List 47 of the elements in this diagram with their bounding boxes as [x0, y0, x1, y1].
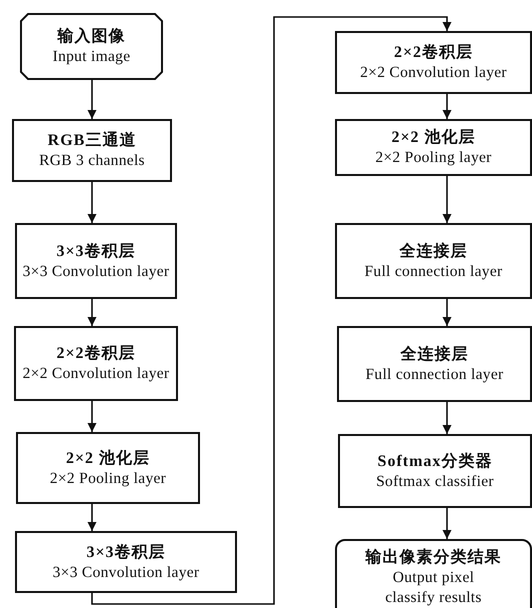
layer-subtitle: 2×2 Pooling layer [50, 468, 166, 488]
layer-subtitle: 2×2 Pooling layer [375, 148, 492, 168]
layer-title: 输出像素分类结果 [366, 547, 502, 568]
layer-title: Softmax分类器 [378, 452, 492, 472]
layer-title: 全连接层 [400, 241, 468, 262]
process-box [16, 432, 200, 504]
arrow [442, 508, 452, 539]
layer-subtitle: Softmax classifier [376, 472, 494, 492]
layer-subtitle: Output pixel classify results [384, 568, 483, 608]
layer-title: RGB三通道 [48, 130, 136, 151]
arrow [88, 504, 96, 531]
layer-title: 3×3卷积层 [86, 542, 166, 562]
layer-subtitle: Full connection layer [364, 262, 502, 282]
layer-subtitle: Full connection layer [365, 364, 504, 384]
layer-subtitle: RGB 3 channels [39, 151, 145, 171]
layer-title: 2×2卷积层 [394, 42, 474, 63]
process-box [338, 434, 532, 508]
terminal-box [20, 13, 163, 80]
process-box [335, 31, 532, 94]
layer-subtitle: Input image [52, 47, 130, 67]
arrow [442, 94, 452, 119]
arrow [88, 80, 96, 119]
layer-title: 输入图像 [58, 26, 126, 47]
layer-subtitle: 2×2 Convolution layer [22, 364, 170, 384]
layer-title: 2×2 池化层 [391, 128, 476, 148]
process-box [15, 223, 177, 299]
arrow [88, 182, 96, 223]
process-box [335, 223, 532, 299]
layer-title: 全连接层 [400, 344, 468, 364]
layer-title: 2×2卷积层 [56, 344, 136, 364]
layer-subtitle: 2×2 Convolution layer [360, 63, 507, 83]
process-box [337, 326, 532, 402]
arrow [88, 401, 96, 432]
terminal-box [335, 539, 532, 608]
arrow [88, 299, 96, 326]
layer-title: 3×3卷积层 [56, 242, 136, 262]
layer-title: 2×2 池化层 [66, 448, 150, 468]
process-box [15, 531, 237, 593]
process-box [12, 119, 172, 182]
layer-subtitle: 3×3 Convolution layer [52, 562, 200, 582]
layer-subtitle: 3×3 Convolution layer [22, 262, 170, 282]
arrow [91, 16, 452, 605]
arrow [442, 299, 452, 326]
process-box [14, 326, 178, 401]
arrow [442, 402, 452, 434]
arrow [442, 176, 452, 223]
process-box [335, 119, 532, 176]
